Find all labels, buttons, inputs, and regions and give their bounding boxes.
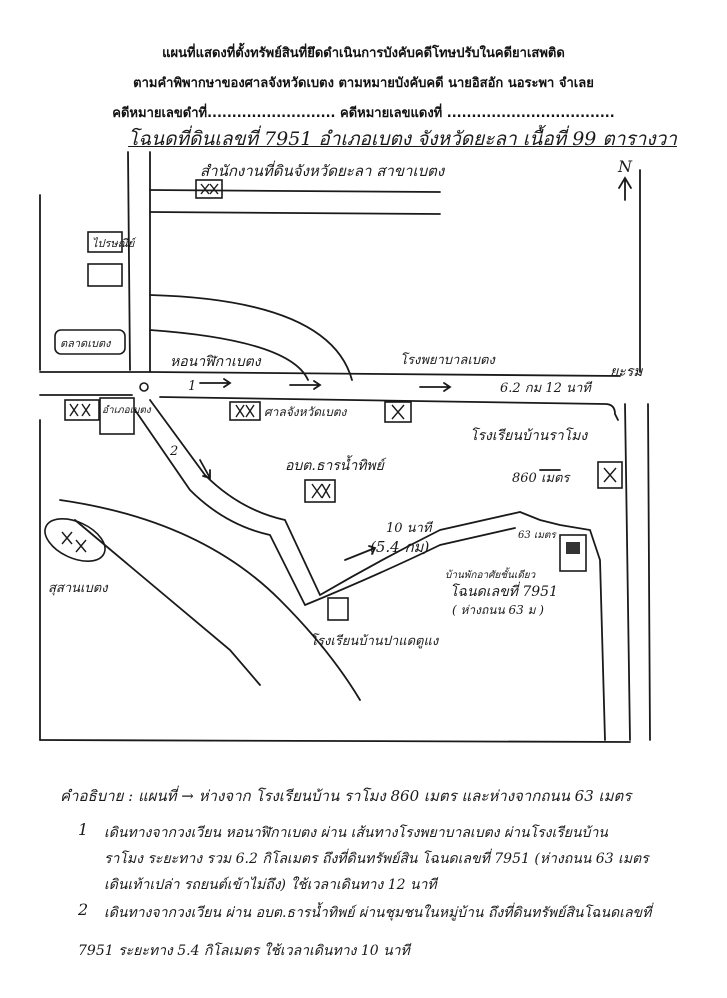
route-2-road-b xyxy=(134,409,516,607)
plot-boundary xyxy=(519,511,606,741)
north-label: N xyxy=(617,157,633,176)
label-deed: โฉนดเลขที่ 7951 xyxy=(450,581,558,600)
map-title: โฉนดที่ดินเลขที่ 7951 อำเภอเบตง จังหวัดย… xyxy=(128,128,677,150)
x-mark-icon xyxy=(603,467,617,483)
label-sao: อบต.ธารน้ำทิพย์ xyxy=(285,455,387,474)
label-court: ศาลจังหวัดเบตง xyxy=(264,405,348,419)
bottom-border xyxy=(39,739,631,743)
land-office-box xyxy=(195,179,223,199)
x-mark-icon xyxy=(69,403,91,417)
arrow-icon xyxy=(344,545,377,561)
x-mark-icon xyxy=(391,404,405,420)
route-1-number: 1 xyxy=(188,379,196,394)
arrow-icon xyxy=(199,459,211,480)
label-school-2: โรงเรียนบ้านปาแดตูแง xyxy=(310,633,440,649)
north-arrow-icon xyxy=(618,176,632,201)
label-house: บ้านพักอาศัยชั้นเดียว xyxy=(445,567,537,581)
x-mark-icon xyxy=(235,404,255,418)
house-fill xyxy=(566,542,580,554)
arrow-icon xyxy=(199,378,232,388)
label-dist-road: 63 เมตร xyxy=(518,530,557,541)
label-hospital: โรงพยาบาลเบตง xyxy=(400,352,496,368)
route-2-road-a xyxy=(149,399,521,597)
note-2-number: 2 xyxy=(78,900,89,919)
main-road-north-edge xyxy=(39,371,621,377)
arrow-icon xyxy=(289,380,322,390)
header-line-2: ตามคำพิพากษาของศาลจังหวัดเบตง ตามหมายบัง… xyxy=(133,76,594,91)
label-distance-road: 6.2 กม 12 นาที xyxy=(500,380,593,396)
note-1-line-c: เดินเท้าเปล่า รถยนต์เข้าไม่ถึง) ใช้เวลาเ… xyxy=(104,877,437,893)
house-box xyxy=(559,534,587,572)
note-2-line-a: เดินทางจากวงเวียน ผ่าน อบต.ธารน้ำทิพย์ ผ… xyxy=(104,905,652,921)
x-mark-icon xyxy=(61,531,87,553)
post-office-box xyxy=(87,231,123,253)
x-mark-icon xyxy=(311,483,331,499)
label-deed-note: ( ห่างถนน 63 ม ) xyxy=(452,603,544,617)
x-mark-icon xyxy=(200,183,219,195)
label-market: ตลาดเบตง xyxy=(60,337,112,350)
note-description: คำอธิบาย : แผนที่ → ห่างจาก โรงเรียนบ้าน… xyxy=(60,787,632,805)
clock-tower-circle-icon xyxy=(139,382,149,392)
right-road-edge-b xyxy=(647,403,651,741)
note-1-line-b: ราโมง ระยะทาง รวม 6.2 กิโลเมตร ถึงที่ดิน… xyxy=(104,851,649,867)
curved-road-inner xyxy=(149,329,309,381)
label-distance-school: 860 เมตร xyxy=(512,471,571,486)
note-2-line-b: 7951 ระยะทาง 5.4 กิโลเมตร ใช้เวลาเดินทาง… xyxy=(78,943,410,959)
label-land-office: สำนักงานที่ดินจังหวัดยะลา สาขาเบตง xyxy=(200,160,446,180)
curved-road xyxy=(149,294,353,381)
street-west-edge xyxy=(127,151,131,371)
right-road-edge-a xyxy=(624,403,631,741)
street-branch-top-a xyxy=(149,189,441,193)
hospital-box xyxy=(384,401,412,423)
street-branch-top-b xyxy=(149,211,441,215)
route-2-number: 2 xyxy=(169,444,178,459)
label-district: อำเภอเบตง xyxy=(102,404,152,416)
header-line-1: แผนที่แสดงที่ตั้งทรัพย์สินที่ยึดดำเนินกา… xyxy=(162,46,565,61)
label-cemetery: สุสานเบตง xyxy=(48,581,109,596)
label-post: ไปรษณีย์ xyxy=(92,237,137,250)
label-time-route-2: 10 นาที xyxy=(386,520,433,536)
cemetery-shape xyxy=(44,518,106,562)
header-line-3: คดีหมายเลขดำที่.........................… xyxy=(112,106,615,121)
label-dist-route-2: (5.4 กม) xyxy=(370,538,429,556)
school-2-box xyxy=(327,597,349,621)
lower-road-a xyxy=(59,499,361,701)
note-1-line-a: เดินทางจากวงเวียน หอนาฬิกาเบตง ผ่าน เส้น… xyxy=(104,825,608,841)
building-box xyxy=(87,263,123,287)
label-yaha: ยะรม xyxy=(610,364,643,380)
sao-box xyxy=(304,479,336,503)
label-school-1: โรงเรียนบ้านราโมง xyxy=(470,427,588,444)
arrow-icon xyxy=(419,382,452,392)
market-box xyxy=(54,329,126,355)
label-clock-tower: หอนาฬิกาเบตง xyxy=(170,354,262,370)
court-box xyxy=(229,401,261,421)
school-1-box xyxy=(597,461,623,489)
district-box xyxy=(99,397,135,435)
note-1-number: 1 xyxy=(78,820,89,839)
court-left-box xyxy=(64,399,100,421)
lower-road-b xyxy=(74,519,261,686)
main-road-south-edge-east xyxy=(159,396,619,421)
